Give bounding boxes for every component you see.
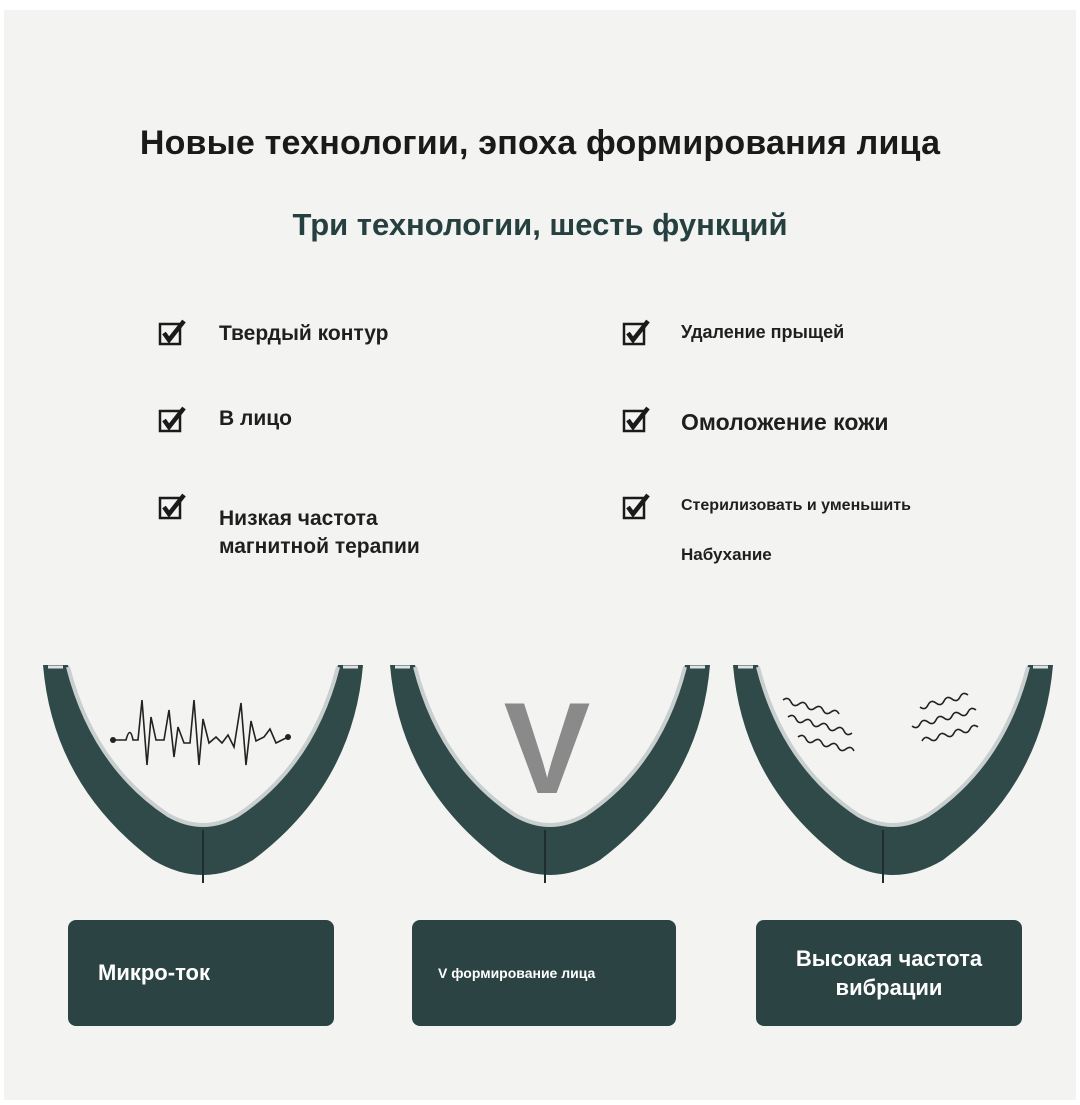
- checkbox-checked-icon: [622, 493, 650, 520]
- page-title: Новые технологии, эпоха формирования лиц…: [139, 124, 941, 162]
- background-panel: [4, 10, 1076, 1100]
- device-vibration: [733, 665, 1053, 883]
- device-v-shaping: V: [390, 665, 710, 883]
- device-microcurrent: [43, 665, 363, 883]
- checkbox-checked-icon: [158, 493, 186, 520]
- mode-v-shaping: V формирование лица: [412, 920, 676, 1026]
- checkbox-checked-icon: [158, 406, 186, 433]
- feature-solid-contour: Твердый контур: [219, 322, 389, 345]
- v-letter-icon: V: [504, 675, 591, 821]
- checkbox-checked-icon: [622, 406, 650, 433]
- feature-acne-removal: Удаление прыщей: [681, 322, 845, 342]
- mode-vibration: Высокая частота вибрации: [756, 920, 1022, 1026]
- feature-skin-rejuvenation: Омоложение кожи: [681, 409, 889, 435]
- vibration-waves-icon: [782, 692, 979, 752]
- checkbox-checked-icon: [158, 319, 186, 346]
- mode-label: Микро-ток: [98, 960, 210, 985]
- feature-to-face: В лицо: [219, 407, 292, 430]
- feature-sterilize: Стерилизовать и уменьшить: [681, 497, 911, 514]
- feature-low-frequency: Низкая частота: [219, 507, 378, 530]
- feature-magnetic-therapy: магнитной терапии: [219, 535, 420, 558]
- waveform-icon: [110, 699, 291, 766]
- page-subtitle: Три технологии, шесть функций: [292, 207, 788, 242]
- mode-label-line2: вибрации: [835, 975, 943, 1000]
- mode-label: Высокая частота: [795, 946, 983, 971]
- mode-microcurrent: Микро-ток: [68, 920, 334, 1026]
- mode-label: V формирование лица: [438, 965, 596, 981]
- checkbox-checked-icon: [622, 319, 650, 346]
- feature-swelling: Набухание: [681, 545, 772, 564]
